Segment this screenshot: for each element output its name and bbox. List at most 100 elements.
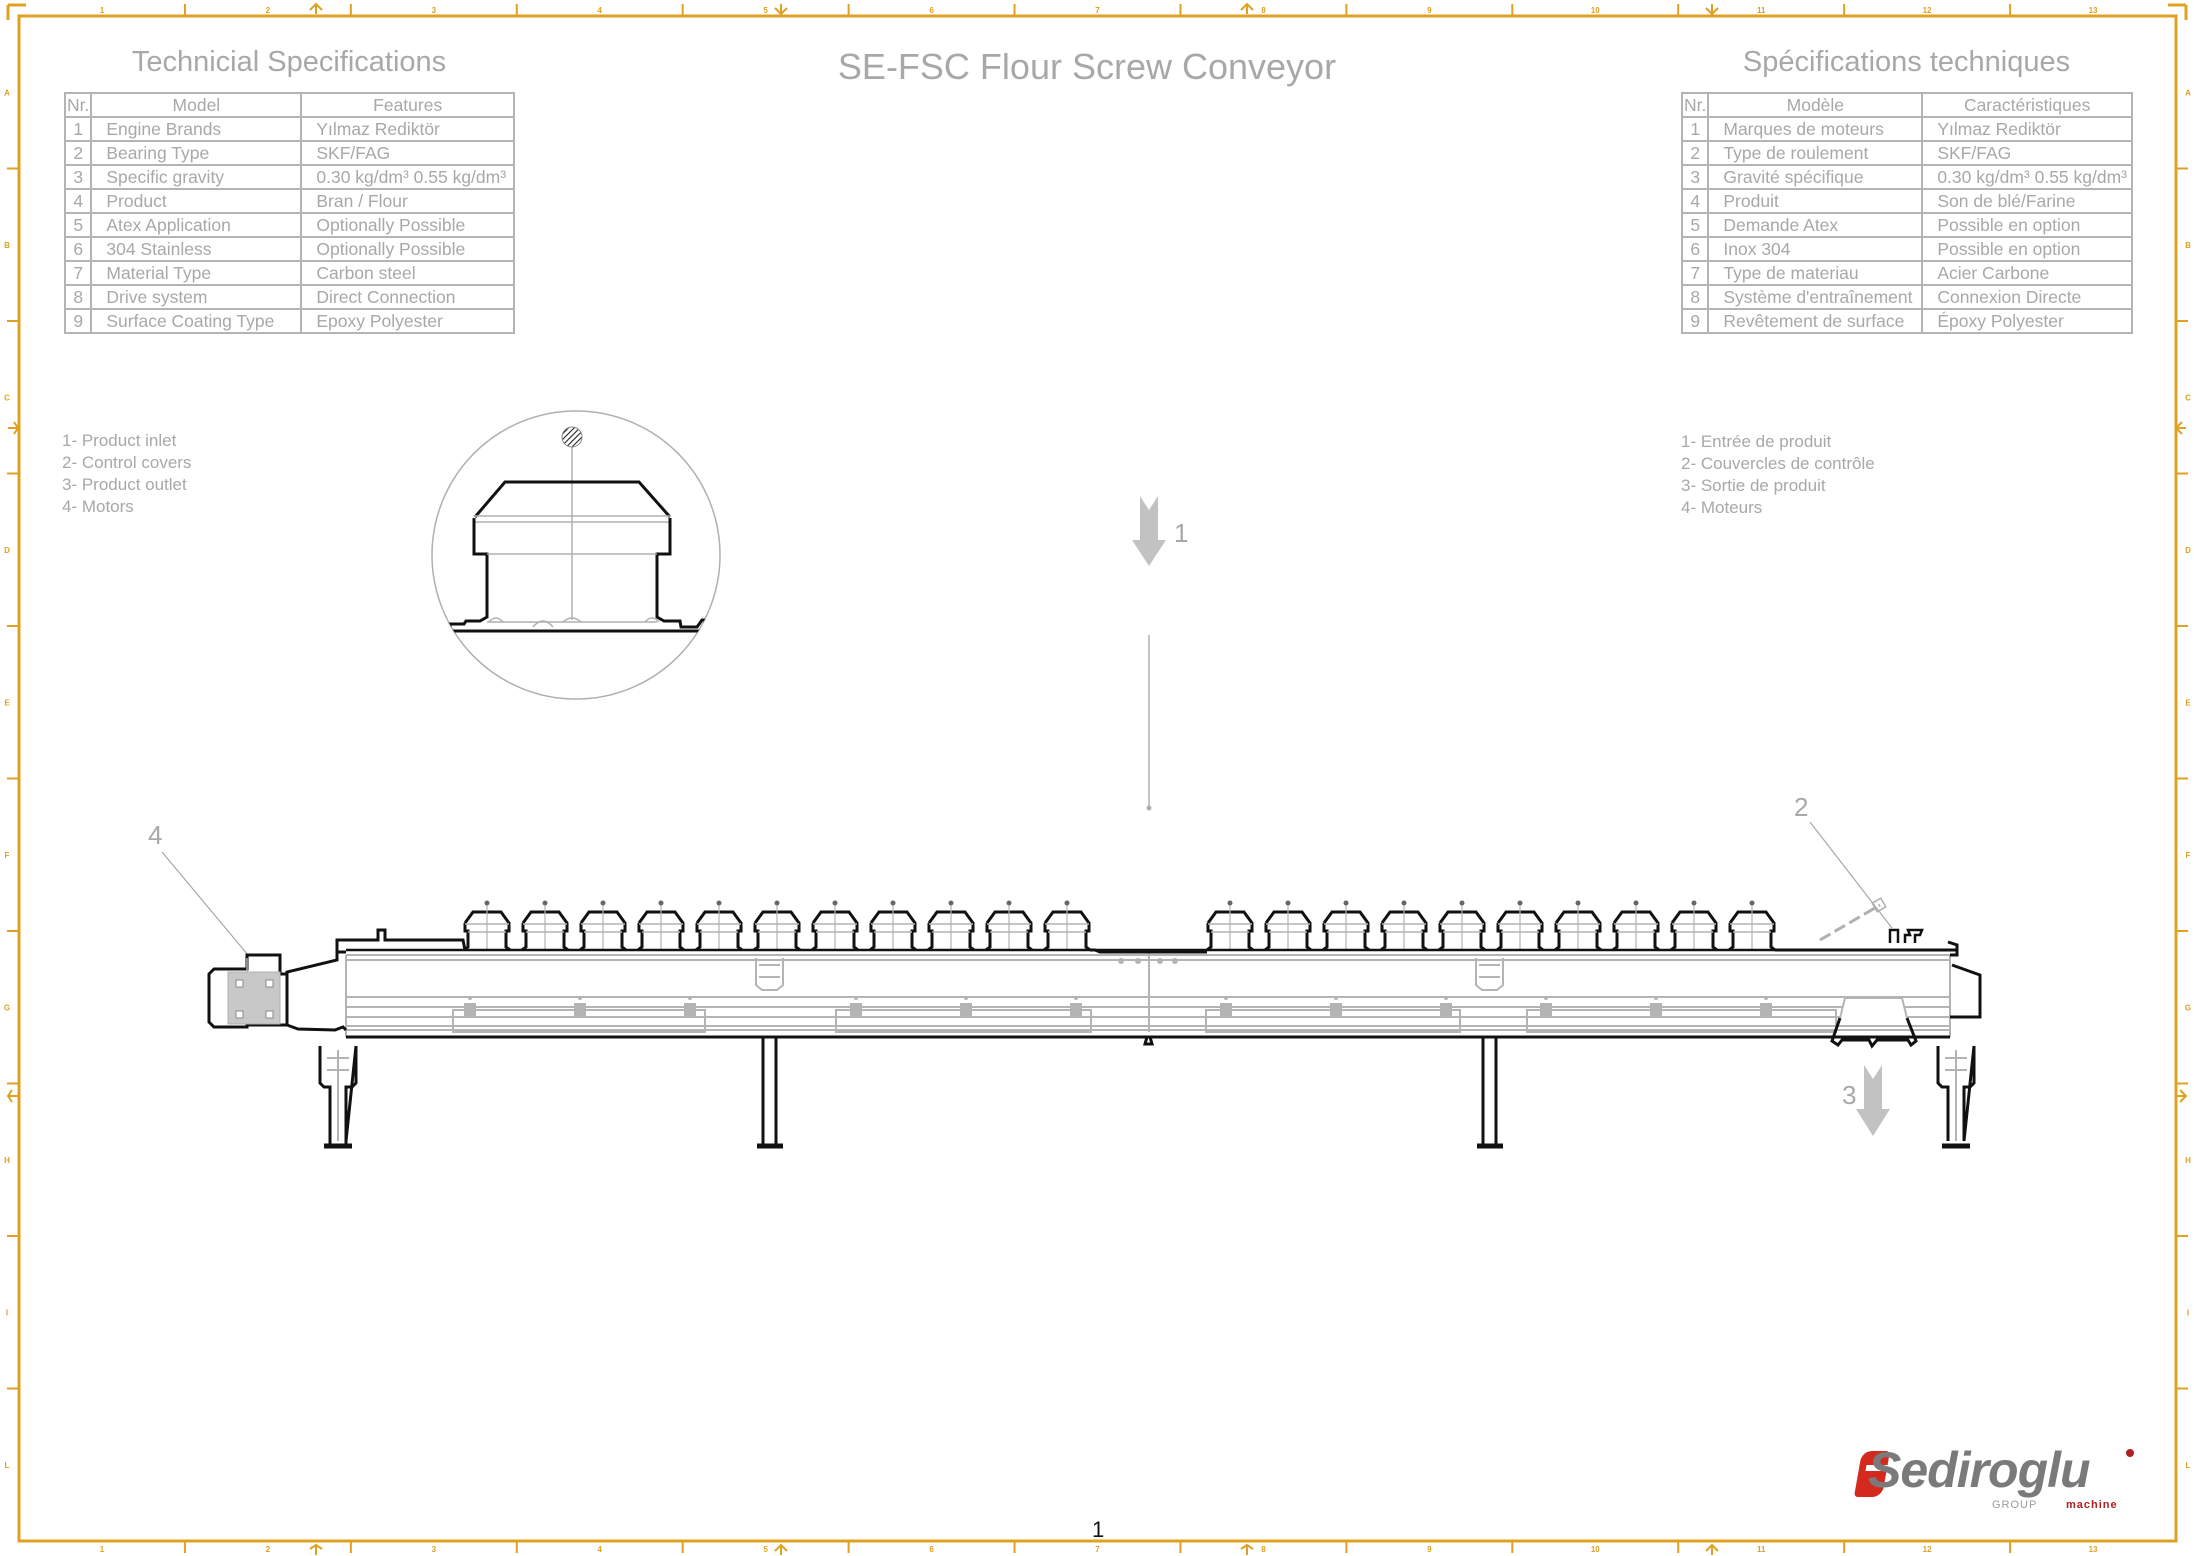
control-cover — [1554, 900, 1602, 952]
legend-item: 3- Product outlet — [62, 475, 187, 494]
cell-features: Optionally Possible — [300, 236, 515, 262]
cell-features: Son de blé/Farine — [1921, 188, 2133, 214]
logo-machine: machine — [2066, 1499, 2118, 1511]
svg-text:12: 12 — [1923, 6, 1932, 15]
cell-model: 304 Stainless — [90, 236, 303, 262]
cell-features: Epoxy Polyester — [300, 308, 515, 334]
logo-wordmark: Sediroglu — [1868, 1442, 2091, 1498]
cell-model: Demande Atex — [1707, 212, 1924, 238]
svg-text:5: 5 — [763, 6, 768, 15]
svg-text:8: 8 — [1261, 1545, 1266, 1554]
legend-en: 1- Product inlet 2- Control covers 3- Pr… — [62, 430, 191, 518]
svg-text:3: 3 — [432, 1545, 437, 1554]
control-cover — [1438, 900, 1486, 952]
cell-features: Connexion Directe — [1921, 284, 2133, 310]
cell-features: Bran / Flour — [300, 188, 515, 214]
cell-features: Possible en option — [1921, 212, 2133, 238]
control-cover — [637, 900, 685, 952]
svg-text:C: C — [2185, 393, 2191, 402]
control-cover — [1043, 900, 1091, 952]
callout-inlet: 1 — [1174, 518, 1189, 548]
svg-text:H: H — [4, 1156, 10, 1165]
svg-text:9: 9 — [1427, 6, 1432, 15]
svg-text:13: 13 — [2089, 1545, 2098, 1554]
svg-text:A: A — [4, 88, 10, 97]
outlet-arrow-icon — [1856, 1065, 1890, 1136]
legend-item: 2- Couvercles de contrôle — [1681, 454, 1875, 473]
cell-nr: 7 — [63, 260, 93, 286]
svg-text:3: 3 — [432, 6, 437, 15]
header-model: Modèle — [1707, 92, 1924, 118]
cell-features: Yılmaz Rediktör — [1921, 116, 2133, 142]
svg-text:E: E — [4, 698, 10, 707]
svg-text:4: 4 — [598, 1545, 603, 1554]
svg-text:12: 12 — [1923, 1545, 1932, 1554]
cell-model: Drive system — [90, 284, 303, 310]
cell-nr: 5 — [1680, 212, 1710, 238]
svg-text:H: H — [2185, 1156, 2191, 1165]
legend-item: 1- Entrée de produit — [1681, 432, 1832, 451]
svg-text:A: A — [2185, 88, 2191, 97]
cell-model: Type de materiau — [1707, 260, 1924, 286]
cell-model: Surface Coating Type — [90, 308, 303, 334]
control-cover — [1670, 900, 1718, 952]
control-cover — [521, 900, 569, 952]
header-model: Model — [90, 92, 303, 118]
cell-nr: 9 — [1680, 308, 1710, 334]
cell-model: Product — [90, 188, 303, 214]
control-cover — [753, 900, 801, 952]
cell-model: Specific gravity — [90, 164, 303, 190]
control-cover — [1380, 900, 1428, 952]
header-nr: Nr. — [63, 92, 93, 118]
svg-text:6: 6 — [929, 6, 934, 15]
svg-text:E: E — [2185, 698, 2191, 707]
control-cover — [1264, 900, 1312, 952]
callout-outlet: 3 — [1842, 1080, 1857, 1110]
cell-model: Inox 304 — [1707, 236, 1924, 262]
svg-text:F: F — [5, 851, 10, 860]
svg-text:1: 1 — [100, 6, 105, 15]
legend-item: 4- Motors — [62, 497, 134, 516]
control-cover — [927, 900, 975, 952]
cell-nr: 2 — [63, 140, 93, 166]
motor — [207, 953, 289, 1029]
cell-model: Système d'entraînement — [1707, 284, 1924, 310]
svg-text:B: B — [2185, 241, 2191, 250]
svg-text:7: 7 — [1095, 1545, 1100, 1554]
legend-fr: 1- Entrée de produit 2- Couvercles de co… — [1681, 431, 1875, 519]
legend-item: 1- Product inlet — [62, 431, 177, 450]
svg-text:8: 8 — [1261, 6, 1266, 15]
svg-text:4: 4 — [598, 6, 603, 15]
cell-nr: 1 — [1680, 116, 1710, 142]
company-logo: Sediroglu GROUP machine — [1853, 1442, 2138, 1511]
control-cover — [1728, 900, 1776, 952]
svg-text:10: 10 — [1591, 1545, 1600, 1554]
cell-model: Produit — [1707, 188, 1924, 214]
cell-nr: 1 — [63, 116, 93, 142]
cell-model: Gravité spécifique — [1707, 164, 1924, 190]
svg-text:B: B — [4, 241, 10, 250]
control-cover — [463, 900, 511, 952]
svg-text:D: D — [2185, 546, 2191, 555]
legend-item: 3- Sortie de produit — [1681, 476, 1826, 495]
cover-leader-line — [1809, 821, 1893, 929]
registered-mark-icon — [2126, 1449, 2134, 1457]
logo-group: GROUP — [1992, 1499, 2038, 1511]
cell-nr: 6 — [1680, 236, 1710, 262]
cell-features: Possible en option — [1921, 236, 2133, 262]
svg-text:G: G — [4, 1003, 10, 1012]
inlet-arrow-icon — [1132, 496, 1166, 566]
legend-item: 2- Control covers — [62, 453, 192, 472]
cell-nr: 4 — [1680, 188, 1710, 214]
